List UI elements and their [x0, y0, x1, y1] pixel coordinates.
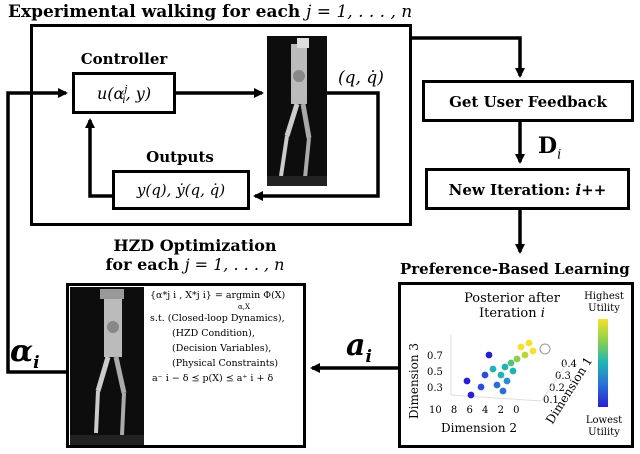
opt-c2: (HZD Condition), [172, 328, 255, 339]
scatter-point [529, 347, 537, 355]
opt-c4: (Physical Constraints) [172, 358, 279, 369]
iteration-text: New Iteration: [448, 181, 576, 199]
x-tick-0: 10 [429, 405, 442, 416]
scatter-point [503, 377, 511, 385]
scatter-point [513, 355, 521, 363]
x-tick-2: 6 [466, 405, 473, 416]
x-tick-5: 0 [513, 405, 520, 416]
x-ticks: 10 8 6 4 2 0 [429, 405, 520, 416]
x-tick-4: 2 [497, 405, 504, 416]
scatter-point [493, 381, 501, 389]
hzd-title-line2-text: for each [105, 255, 179, 274]
scatter-point [477, 383, 485, 391]
x-axis-label: Dimension 2 [441, 421, 518, 435]
state-label: (q, q̇) [338, 68, 384, 88]
scatter-point [463, 377, 471, 385]
robot-silhouette-icon-2 [70, 289, 144, 445]
cb-bot-2: Utility [588, 427, 620, 438]
controller-expr-main: u(α [96, 84, 125, 103]
cb-top-2: Utility [588, 303, 620, 314]
controller-box: u(αji, y) [72, 72, 176, 114]
scatter-point [525, 339, 533, 347]
scatter-point [489, 365, 497, 373]
controller-expr-tail: , y) [125, 84, 152, 103]
hzd-title-line1: HZD Optimization [113, 236, 277, 255]
colorbar-top-label: Highest Utility [579, 291, 629, 315]
z-ticks: 0.7 0.5 0.3 [427, 349, 443, 397]
scatter-point [497, 371, 505, 379]
feedback-label: Get User Feedback [449, 93, 607, 111]
cb-top-1: Highest [584, 291, 624, 302]
iteration-box: New Iteration: i++ [425, 168, 630, 210]
y-tick-3: 0.1 [543, 395, 559, 406]
title-math: j = 1, . . . , n [306, 2, 413, 22]
opt-st: s.t. (Closed-loop Dynamics), [150, 313, 285, 324]
scatter-point [485, 351, 493, 359]
a-main: a [346, 328, 366, 363]
opt-argmin-sub: α,X [238, 303, 250, 311]
page-title: Experimental walking for each j = 1, . .… [8, 2, 412, 22]
opt-c5: a⁻ i − δ ⪯ p(X) ⪯ a⁺ i + δ [152, 373, 274, 384]
highlight-ring [539, 343, 551, 355]
controller-title: Controller [80, 50, 168, 68]
d-label: Di [538, 133, 561, 162]
alpha-sub: i [33, 353, 40, 373]
scatter-point [499, 387, 507, 395]
scatter-point [501, 363, 509, 371]
a-label: ai [346, 328, 372, 367]
cb-bot-1: Lowest [585, 415, 623, 426]
y-tick-1: 0.3 [555, 371, 571, 382]
opt-c3: (Decision Variables), [172, 343, 272, 354]
iteration-label: New Iteration: i++ [428, 181, 627, 199]
colorbar-bottom-label: Lowest Utility [579, 415, 629, 439]
scatter-point [507, 359, 515, 367]
colorbar [598, 319, 608, 407]
outputs-title: Outputs [146, 148, 214, 166]
controller-expr-sup: j [124, 84, 128, 96]
plot-title-math: i [540, 306, 545, 321]
controller-expr-sub: i [122, 95, 126, 107]
scatter-point [509, 367, 517, 375]
robot-silhouette-icon [267, 38, 327, 186]
scatter-point [467, 391, 475, 399]
z-tick-1: 0.5 [427, 367, 443, 378]
y-tick-0: 0.4 [561, 359, 577, 370]
a-sub: i [365, 347, 372, 367]
hzd-title-math: j = 1, . . . , n [184, 255, 285, 274]
x-tick-3: 4 [482, 405, 489, 416]
x-tick-1: 8 [450, 405, 458, 416]
scatter-points [463, 339, 551, 399]
plot-title: Posterior after Iteration i [457, 291, 567, 321]
plot-title-line2: Iteration [479, 306, 537, 321]
d-label-main: D [538, 133, 558, 159]
hzd-title: HZD Optimization for each j = 1, . . . ,… [70, 236, 320, 274]
feedback-box: Get User Feedback [422, 80, 634, 122]
hzd-title-line2: for each j = 1, . . . , n [70, 255, 320, 274]
scatter-point [481, 371, 489, 379]
pbl-title: Preference-Based Learning [400, 260, 630, 278]
robot-photo-top [267, 36, 327, 186]
alpha-label: αi [10, 334, 40, 373]
scatter-point [517, 343, 525, 351]
title-text: Experimental walking for each [8, 2, 301, 22]
scatter-plot [450, 335, 567, 402]
outputs-box: y(q), ẏ(q, q̇) [112, 170, 250, 210]
y-ticks: 0.4 0.3 0.2 0.1 [541, 359, 577, 407]
outputs-expression: y(q), ẏ(q, q̇) [136, 181, 226, 199]
d-label-sub: i [557, 147, 562, 163]
pbl-box: Posterior after Iteration i Highest Util… [398, 282, 634, 448]
optimization-text: {α*j i , X*j i} = argmin Φ(X) α,X s.t. (… [150, 288, 302, 386]
alpha-main: α [10, 334, 34, 369]
z-tick-2: 0.3 [427, 383, 443, 394]
plot-title-line1: Posterior after [464, 291, 560, 306]
z-tick-0: 0.7 [427, 351, 443, 362]
y-tick-2: 0.2 [549, 383, 565, 394]
opt-line1: {α*j i , X*j i} = argmin Φ(X) [150, 290, 286, 301]
controller-expression: u(αji, y) [75, 84, 173, 106]
iteration-math: i++ [575, 181, 607, 199]
robot-photo-bottom [70, 287, 144, 445]
scatter-point [521, 351, 529, 359]
